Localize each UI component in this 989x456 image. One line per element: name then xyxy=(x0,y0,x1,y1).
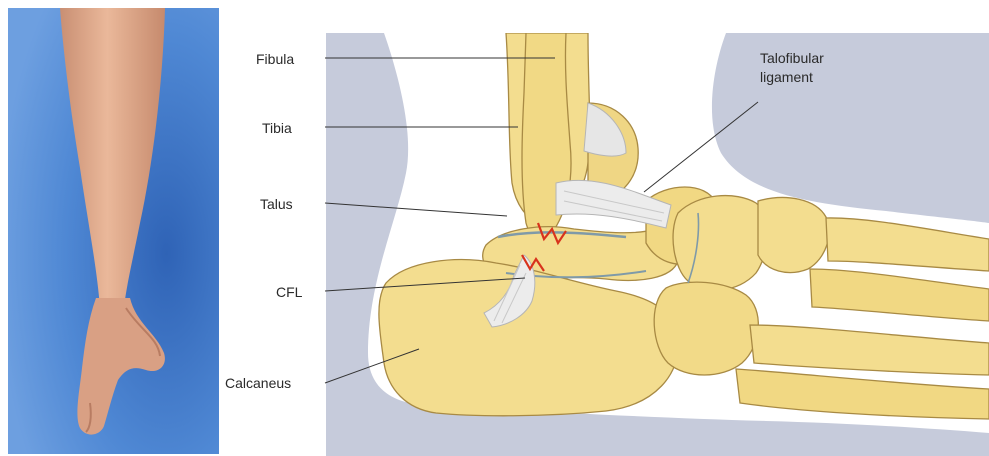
leader-line-talofibular xyxy=(644,102,758,192)
leader-line-cfl xyxy=(325,278,525,291)
leader-line-talus xyxy=(325,203,507,216)
leader-line-calcaneus xyxy=(325,349,419,383)
